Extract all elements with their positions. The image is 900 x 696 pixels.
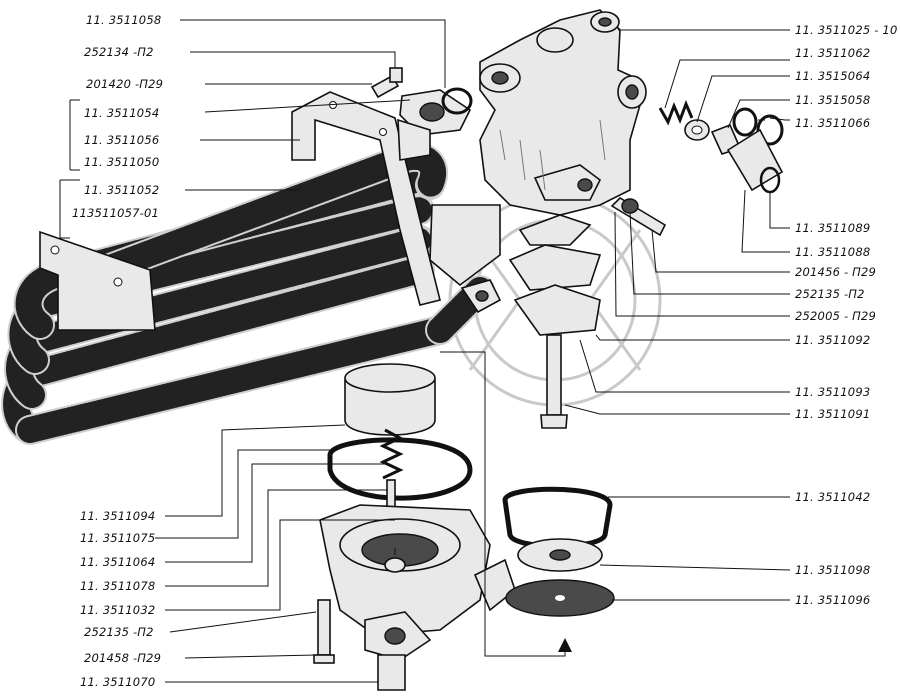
- label-b1: 11. 3511094: [80, 509, 155, 523]
- label-c2: 11. 3511098: [795, 563, 870, 577]
- label-r8: 201456 - П29: [795, 265, 876, 279]
- label-l3: 201420 -П29: [86, 77, 163, 91]
- label-r10: 252005 - П29: [795, 309, 876, 323]
- label-r9: 252135 -П2: [795, 287, 865, 301]
- label-c3: 11. 3511096: [795, 593, 870, 607]
- rear-bracket: [291, 91, 441, 306]
- label-l1: 11. 3511058: [86, 13, 161, 27]
- leader-lines: [59, 19, 791, 683]
- label-c1: 11. 3511042: [795, 490, 870, 504]
- label-r12: 11. 3511093: [795, 385, 870, 399]
- label-r1: 11. 3511025 - 10: [795, 23, 897, 37]
- part-labels: 11. 3511058 252134 -П2 201420 -П29 11. 3…: [72, 13, 897, 689]
- label-l5: 11. 3511056: [84, 133, 159, 147]
- valve-parts: [610, 99, 784, 237]
- label-l2: 252134 -П2: [84, 45, 154, 59]
- label-b3: 11. 3511064: [80, 555, 155, 569]
- label-r7: 11. 3511088: [795, 245, 870, 259]
- label-r2: 11. 3511062: [795, 46, 870, 60]
- label-b4: 11. 3511078: [80, 579, 155, 593]
- impeller-shaft: [508, 214, 602, 429]
- label-l6: 11. 3511050: [84, 155, 159, 169]
- label-r11: 11. 3511092: [795, 333, 870, 347]
- pump-housing: [479, 9, 647, 216]
- label-r6: 11. 3511089: [795, 221, 870, 235]
- heater-coil-assembly: [1, 67, 502, 445]
- label-r5: 11. 3511066: [795, 116, 870, 130]
- label-b8: 11. 3511070: [80, 675, 155, 689]
- label-r4: 11. 3515058: [795, 93, 870, 107]
- front-bracket: [39, 230, 156, 331]
- label-l8: 113511057-01: [72, 206, 159, 220]
- label-b6: 252135 -П2: [84, 625, 154, 639]
- label-b7: 201458 -П29: [84, 651, 161, 665]
- label-l7: 11. 3511052: [84, 183, 159, 197]
- label-r13: 11. 3511091: [795, 407, 870, 421]
- assembly-arrow: [440, 351, 572, 657]
- label-b5: 11. 3511032: [80, 603, 155, 617]
- label-l4: 11. 3511054: [84, 106, 159, 120]
- label-b2: 11. 3511075: [80, 531, 155, 545]
- label-r3: 11. 3515064: [795, 69, 870, 83]
- diaphragm-parts: [502, 486, 615, 617]
